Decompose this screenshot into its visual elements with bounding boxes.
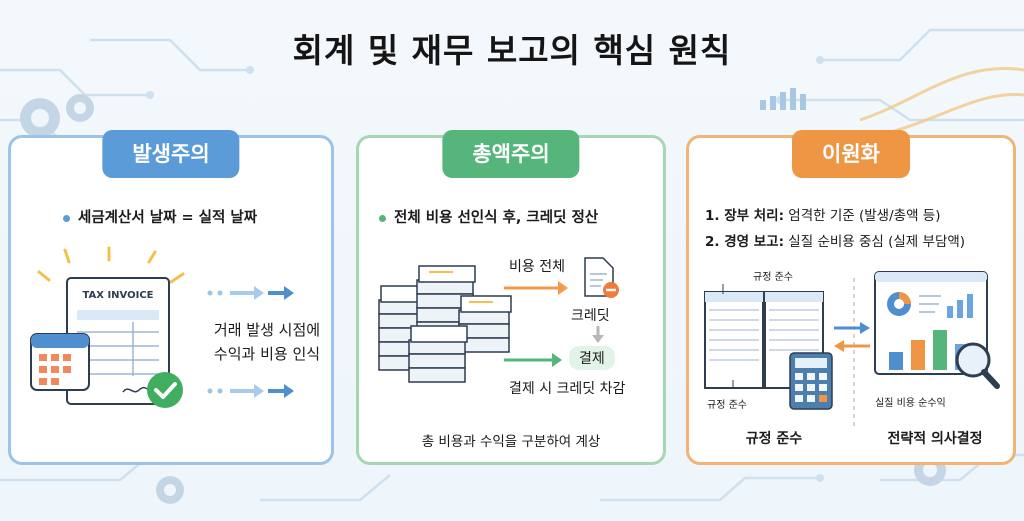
bullet-text: 세금계산서 날짜 = 실적 날짜 <box>78 210 258 226</box>
bullet-dot-icon <box>379 214 386 222</box>
document-stack-icon <box>378 265 512 383</box>
line-management-report: 2. 경영 보고: 실질 순비용 중심 (실제 부담액) <box>705 230 965 250</box>
card-bullet: 전체 비용 선인식 후, 크레딧 정산 <box>379 206 598 227</box>
card-bullet: 세금계산서 날짜 = 실적 날짜 <box>63 206 257 227</box>
callout-top: 규정 준수 <box>753 272 793 283</box>
left-caption: 규정 준수 <box>745 431 803 447</box>
arrow-right-icon <box>504 353 562 367</box>
line-book-processing: 1. 장부 처리: 엄격한 기준 (발생/총액 등) <box>705 204 940 224</box>
card-footer: 총 비용과 수익을 구분하여 계상 <box>421 434 601 450</box>
note-line-2: 수익과 비용 인식 <box>213 345 321 363</box>
card-gross-basis: 총액주의 전체 비용 선인식 후, 크레딧 정산 비용 전체 크레딧 결제 결제… <box>356 130 666 465</box>
bullet-text: 전체 비용 선인식 후, 크레딧 정산 <box>394 210 599 226</box>
card-heading: 이원화 <box>792 130 910 178</box>
card-heading: 총액주의 <box>442 130 580 178</box>
line1-label: 1. 장부 처리: <box>705 208 785 224</box>
line2-rest: 실질 순비용 중심 (실제 부담액) <box>784 234 966 250</box>
dashboard-chart-icon <box>874 271 1000 389</box>
arrow-right-icon <box>504 281 568 295</box>
card-dual-reporting: 이원화 1. 장부 처리: 엄격한 기준 (발생/총액 등) 2. 경영 보고:… <box>686 130 1016 465</box>
line1-rest: 엄격한 기준 (발생/총액 등) <box>784 208 941 224</box>
arrow-right-icon <box>207 384 294 398</box>
tax-invoice-icon: TAX INVOICE <box>30 246 185 408</box>
exchange-arrows-icon <box>834 322 870 352</box>
page-title: 회계 및 재무 보고의 핵심 원칙 <box>292 31 732 70</box>
divider-line <box>853 278 855 428</box>
document-minus-icon <box>584 257 619 298</box>
note-line-1: 거래 발생 시점에 <box>213 321 321 339</box>
chart-caption: 실질 비용 순수익 <box>875 398 946 409</box>
label-credit: 크레딧 <box>571 308 610 324</box>
card-heading: 발생주의 <box>102 130 240 178</box>
label-total-cost: 비용 전체 <box>509 259 565 275</box>
bullet-dot-icon <box>63 214 70 222</box>
label-settle: 결제 <box>569 346 615 370</box>
callout-bottom: 규정 준수 <box>707 400 747 411</box>
line2-label: 2. 경영 보고: <box>705 234 785 250</box>
right-caption: 전략적 의사결정 <box>887 431 983 447</box>
label-deduct: 결제 시 크레딧 차감 <box>509 381 626 397</box>
calculator-icon <box>789 352 833 410</box>
card-accrual-basis: 발생주의 세금계산서 날짜 = 실적 날짜 TAX INVOICE 거래 발생 … <box>8 130 337 465</box>
invoice-label: TAX INVOICE <box>82 290 153 301</box>
accrual-note: 거래 발생 시점에 수익과 비용 인식 <box>197 318 337 366</box>
arrow-right-icon <box>207 286 294 300</box>
arrow-down-icon <box>592 326 604 343</box>
